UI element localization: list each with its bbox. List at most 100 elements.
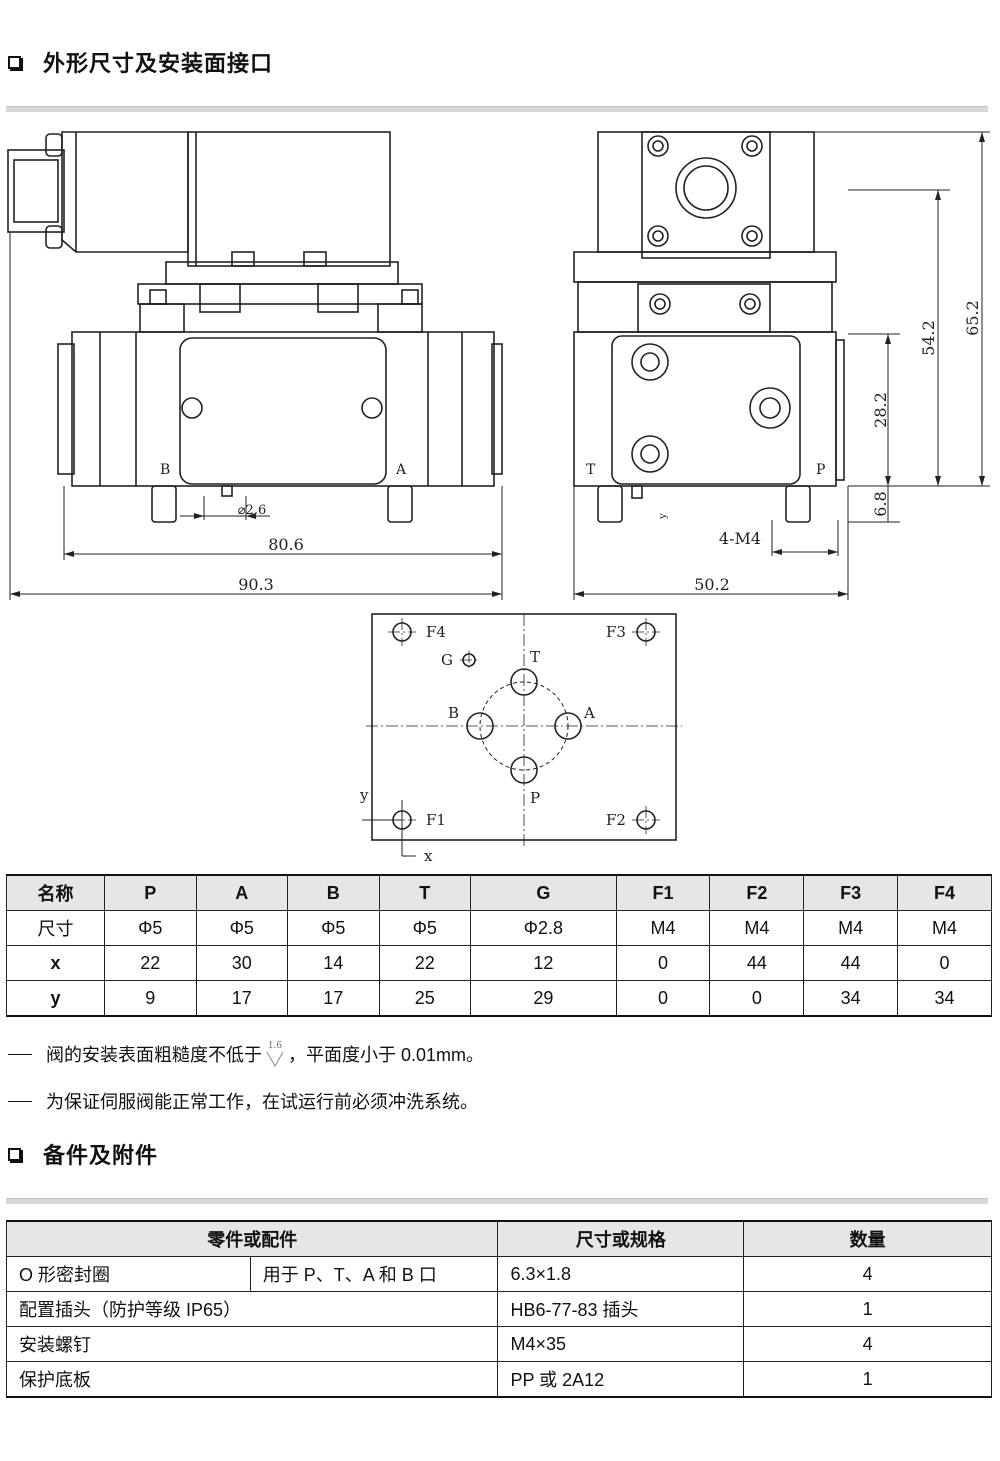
table-row: x 22 30 14 22 12 0 44 44 0 [6, 945, 992, 981]
table-cell: 14 [287, 945, 380, 981]
section-title: 备件及附件 [43, 1144, 159, 1169]
table-cell: 0 [897, 945, 992, 981]
plate-label-p: P [530, 789, 540, 807]
plate-label-a: A [583, 704, 595, 722]
table-cell: 22 [378, 945, 471, 981]
header-cell: P [104, 874, 197, 911]
table-cell: M4 [709, 910, 805, 946]
front-view [7, 131, 503, 523]
header-cell: B [287, 874, 380, 911]
part-name: 保护底板 [5, 1361, 499, 1398]
axis-label-y: y [359, 786, 369, 804]
table-cell: Φ5 [195, 910, 288, 946]
part-name: 配置插头（防护等级 IP65） [5, 1291, 499, 1327]
dim-d2-6: ⌀2.6 [238, 503, 267, 518]
dim-80-6: 80.6 [268, 535, 304, 554]
dim-50-2: 50.2 [694, 575, 730, 594]
part-name: 安装螺钉 [5, 1326, 499, 1362]
parts-table: 零件或配件 尺寸或规格 数量 O 形密封圈 用于 P、T、A 和 B 口 6.3… [5, 1220, 992, 1398]
table-row: 安装螺钉 M4×35 4 [5, 1326, 992, 1362]
table-cell: 17 [287, 980, 380, 1017]
table-row: 保护底板 PP 或 2A12 1 [5, 1361, 992, 1398]
square-bullet-icon [8, 55, 21, 69]
header-cell: F4 [897, 874, 992, 911]
plate-label-f2: F2 [606, 811, 626, 829]
table-cell: 22 [104, 945, 197, 981]
plate-label-f4: F4 [426, 623, 446, 641]
part-qty: 4 [743, 1326, 992, 1362]
table-cell: M4 [615, 910, 711, 946]
dim-y-small: y [658, 513, 669, 520]
part-spec: PP 或 2A12 [497, 1361, 745, 1398]
header-cell: G [470, 874, 617, 911]
table-cell: 30 [195, 945, 288, 981]
header-cell: F2 [709, 874, 805, 911]
part-spec: M4×35 [497, 1326, 745, 1362]
table-cell: Φ5 [287, 910, 380, 946]
dim-65-2: 65.2 [963, 300, 982, 336]
square-bullet-icon [8, 1147, 21, 1161]
table-cell: Φ5 [104, 910, 197, 946]
table-row: O 形密封圈 用于 P、T、A 和 B 口 6.3×1.8 4 [6, 1256, 992, 1292]
part-spec: 6.3×1.8 [497, 1256, 745, 1292]
header-cell: 名称 [6, 874, 105, 911]
part-spec: HB6-77-83 插头 [497, 1291, 745, 1327]
plate-label-f3: F3 [606, 623, 626, 641]
header-cell: T [378, 874, 471, 911]
side-view [573, 131, 845, 523]
dim-28-2: 28.2 [871, 392, 890, 428]
table-cell: 17 [195, 980, 288, 1017]
table-cell: Φ2.8 [470, 910, 617, 946]
plate-label-f1: F1 [426, 811, 446, 829]
table-cell: 9 [104, 980, 197, 1017]
section-header-dimensions: 外形尺寸及安装面接口 [8, 46, 273, 78]
table-header-row: 名称 P A B T G F1 F2 F3 F4 [6, 874, 992, 911]
port-label-a-left: A [395, 462, 407, 478]
header-cell: 尺寸或规格 [497, 1220, 745, 1257]
port-label-b-left: B [160, 462, 170, 478]
table-cell: M4 [803, 910, 899, 946]
table-cell: 34 [803, 980, 899, 1017]
part-name: O 形密封圈 [6, 1256, 251, 1292]
header-cell: 零件或配件 [5, 1220, 499, 1257]
table-row: 配置插头（防护等级 IP65） HB6-77-83 插头 1 [5, 1291, 992, 1327]
table-cell: 44 [803, 945, 899, 981]
section-divider [6, 106, 988, 112]
roughness-symbol: 1.6 [262, 1040, 288, 1068]
table-cell: 0 [615, 945, 711, 981]
table-cell: Φ5 [378, 910, 471, 946]
note-text: ，平面度小于 0.01mm。 [288, 1045, 485, 1065]
table-cell: 0 [615, 980, 711, 1017]
table-cell: 34 [897, 980, 992, 1017]
axis-label-x: x [424, 847, 433, 865]
table-cell: M4 [897, 910, 992, 946]
table-row: 尺寸 Φ5 Φ5 Φ5 Φ5 Φ2.8 M4 M4 M4 M4 [6, 910, 992, 946]
plate-label-g: G [441, 651, 453, 669]
part-qty: 1 [743, 1291, 992, 1327]
dash-bullet [8, 1053, 32, 1055]
table-cell: 0 [709, 980, 805, 1017]
note-roughness: 阀的安装表面粗糙度不低于 1.6 ，平面度小于 0.01mm。 [8, 1040, 484, 1068]
note-text: 为保证伺服阀能正常工作，在试运行前必须冲洗系统。 [46, 1092, 478, 1112]
dim-6-8: 6.8 [871, 491, 890, 516]
section-divider [6, 1198, 988, 1204]
part-qty: 1 [743, 1361, 992, 1398]
plate-label-t: T [530, 648, 540, 666]
plate-label-b: B [448, 704, 459, 722]
part-qty: 4 [743, 1256, 992, 1292]
dash-bullet [8, 1100, 32, 1102]
part-use: 用于 P、T、A 和 B 口 [249, 1256, 499, 1292]
section-header-parts: 备件及附件 [8, 1138, 158, 1170]
row-label: 尺寸 [6, 910, 105, 946]
note-text: 阀的安装表面粗糙度不低于 [46, 1045, 262, 1065]
port-label-p-side: P [816, 462, 825, 478]
header-cell: A [195, 874, 288, 911]
table-header-row: 零件或配件 尺寸或规格 数量 [5, 1220, 992, 1257]
row-label: x [6, 945, 105, 981]
header-cell: F3 [803, 874, 899, 911]
port-label-t-side: T [586, 462, 596, 478]
table-cell: 25 [378, 980, 471, 1017]
table-cell: 44 [709, 945, 805, 981]
table-cell: 12 [470, 945, 617, 981]
port-spec-table: 名称 P A B T G F1 F2 F3 F4 尺寸 Φ5 Φ5 Φ5 Φ5 … [6, 874, 992, 1017]
